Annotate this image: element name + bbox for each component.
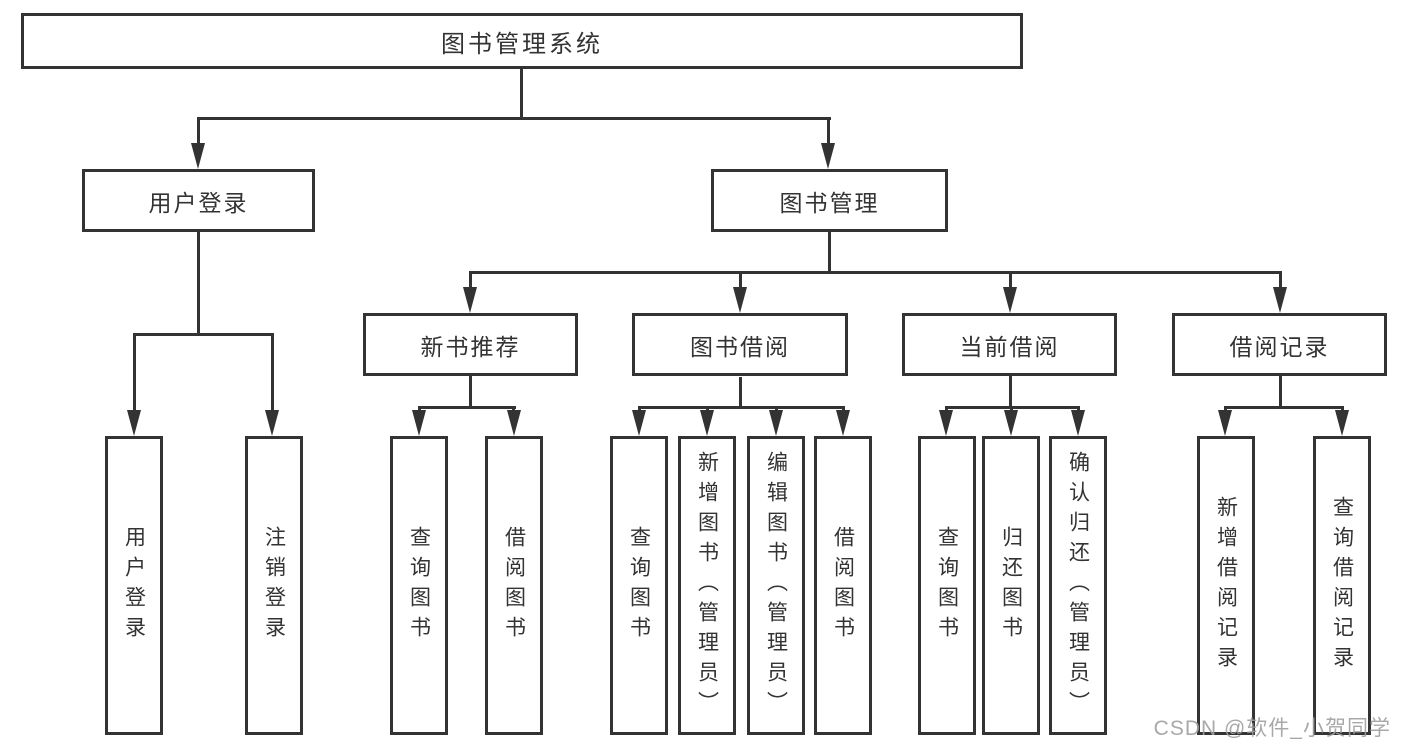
leaf-return-books: 归还图书 bbox=[982, 436, 1040, 735]
connector-line bbox=[469, 376, 472, 408]
arrowhead-down-icon bbox=[265, 410, 279, 436]
leaf-query-books-recommend: 查询图书 bbox=[390, 436, 448, 735]
connector-line bbox=[828, 232, 831, 273]
leaf-label: 编辑图书（管理员） bbox=[764, 450, 788, 721]
leaf-borrow-books-recommend: 借阅图书 bbox=[485, 436, 543, 735]
node-root: 图书管理系统 bbox=[21, 13, 1023, 69]
node-book-borrowing: 图书借阅 bbox=[632, 313, 848, 376]
connector-line bbox=[133, 333, 136, 413]
leaf-label: 查询借阅记录 bbox=[1330, 495, 1354, 676]
connector-line bbox=[1279, 271, 1282, 291]
connector-line bbox=[1009, 376, 1012, 408]
csdn-watermark: CSDN @软件_小贺同学 bbox=[1153, 717, 1391, 740]
leaf-label: 查询图书 bbox=[935, 525, 959, 646]
arrowhead-down-icon bbox=[1003, 287, 1017, 313]
leaf-label: 查询图书 bbox=[407, 525, 431, 646]
node-user-login: 用户登录 bbox=[82, 169, 315, 232]
leaf-label: 用户登录 bbox=[122, 525, 146, 646]
leaf-label: 新增图书（管理员） bbox=[695, 450, 719, 721]
arrowhead-down-icon bbox=[821, 143, 835, 169]
arrowhead-down-icon bbox=[191, 143, 205, 169]
arrowhead-down-icon bbox=[1004, 410, 1018, 436]
arrowhead-down-icon bbox=[939, 410, 953, 436]
leaf-edit-book-admin: 编辑图书（管理员） bbox=[747, 436, 805, 735]
connector-line bbox=[1224, 406, 1343, 409]
leaf-add-book-admin: 新增图书（管理员） bbox=[678, 436, 736, 735]
node-root-label: 图书管理系统 bbox=[441, 30, 603, 58]
leaf-user-login: 用户登录 bbox=[105, 436, 163, 735]
leaf-label: 确认归还（管理员） bbox=[1066, 450, 1090, 721]
leaf-label: 查询图书 bbox=[627, 525, 651, 646]
arrowhead-down-icon bbox=[127, 410, 141, 436]
leaf-label: 归还图书 bbox=[999, 525, 1023, 646]
connector-line bbox=[197, 117, 200, 147]
leaf-add-borrow-record: 新增借阅记录 bbox=[1197, 436, 1255, 735]
node-label: 图书管理 bbox=[779, 189, 880, 216]
connector-line bbox=[197, 232, 200, 335]
arrowhead-down-icon bbox=[1218, 410, 1232, 436]
arrowhead-down-icon bbox=[1335, 410, 1349, 436]
leaf-query-borrow-record: 查询借阅记录 bbox=[1313, 436, 1371, 735]
node-label: 当前借阅 bbox=[959, 333, 1060, 360]
node-book-management: 图书管理 bbox=[711, 169, 948, 232]
connector-line bbox=[197, 117, 831, 120]
connector-line bbox=[1009, 271, 1012, 291]
connector-line bbox=[520, 69, 523, 119]
node-label: 图书借阅 bbox=[690, 333, 790, 360]
node-new-book-recommendation: 新书推荐 bbox=[363, 313, 578, 376]
arrowhead-down-icon bbox=[1273, 287, 1287, 313]
leaf-logout: 注销登录 bbox=[245, 436, 303, 735]
leaf-label: 新增借阅记录 bbox=[1214, 495, 1238, 676]
connector-line bbox=[418, 406, 516, 409]
leaf-confirm-return-admin: 确认归还（管理员） bbox=[1049, 436, 1107, 735]
arrowhead-down-icon bbox=[700, 410, 714, 436]
connector-line bbox=[739, 271, 742, 291]
leaf-query-books-current: 查询图书 bbox=[918, 436, 976, 735]
leaf-borrow-books-borrow: 借阅图书 bbox=[814, 436, 872, 735]
connector-line bbox=[739, 377, 742, 408]
arrowhead-down-icon bbox=[463, 287, 477, 313]
leaf-query-books-borrow: 查询图书 bbox=[610, 436, 668, 735]
node-current-borrowing: 当前借阅 bbox=[902, 313, 1117, 376]
node-borrowing-records: 借阅记录 bbox=[1172, 313, 1387, 376]
arrowhead-down-icon bbox=[1071, 410, 1085, 436]
connector-line bbox=[133, 333, 273, 336]
connector-line bbox=[271, 333, 274, 413]
connector-line bbox=[469, 271, 472, 291]
arrowhead-down-icon bbox=[632, 410, 646, 436]
arrowhead-down-icon bbox=[769, 410, 783, 436]
connector-line bbox=[1279, 376, 1282, 408]
node-label: 新书推荐 bbox=[420, 333, 521, 360]
leaf-label: 借阅图书 bbox=[502, 525, 526, 646]
leaf-label: 注销登录 bbox=[262, 525, 286, 646]
arrowhead-down-icon bbox=[733, 287, 747, 313]
arrowhead-down-icon bbox=[507, 410, 521, 436]
connector-line bbox=[827, 117, 830, 147]
connector-line bbox=[638, 406, 844, 409]
arrowhead-down-icon bbox=[836, 410, 850, 436]
node-label: 借阅记录 bbox=[1229, 333, 1330, 360]
node-label: 用户登录 bbox=[148, 189, 249, 216]
arrowhead-down-icon bbox=[412, 410, 426, 436]
leaf-label: 借阅图书 bbox=[831, 525, 855, 646]
connector-line bbox=[469, 271, 1281, 274]
